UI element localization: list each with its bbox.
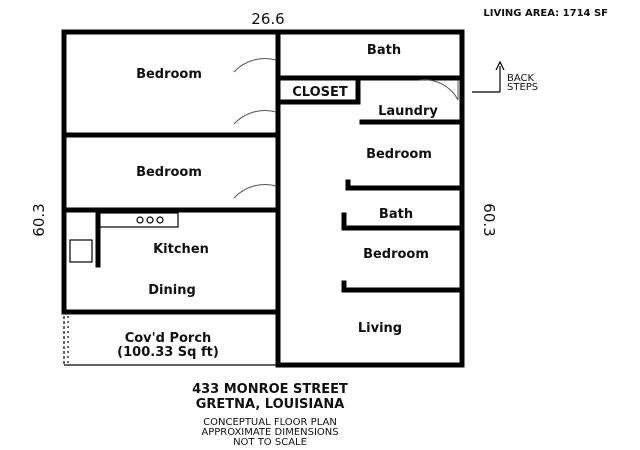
back-steps-label-line1: BACK [507, 73, 535, 84]
note-line1: CONCEPTUAL FLOOR PLAN [203, 417, 337, 428]
left-dimension: 60.3 [30, 203, 48, 236]
room-label-bath-mid: Bath [379, 207, 413, 222]
room-label-kitchen: Kitchen [153, 242, 209, 257]
room-label-bath-top: Bath [367, 43, 401, 58]
porch-outline [63, 316, 278, 366]
note-line2: APPROXIMATE DIMENSIONS [201, 427, 338, 438]
outer-walls [61, 29, 465, 368]
room-label-bedroom-right-2: Bedroom [363, 247, 429, 262]
right-dimension: 60.3 [480, 203, 498, 236]
living-area-label: LIVING AREA: 1714 SF [483, 8, 608, 19]
room-label-bedroom-mid-left: Bedroom [136, 165, 202, 180]
room-label-bedroom-right-1: Bedroom [366, 147, 432, 162]
door-swings [233, 58, 459, 199]
room-label-closet: CLOSET [292, 85, 348, 100]
room-label-bedroom-top-left: Bedroom [136, 67, 202, 82]
address-line2: GRETNA, LOUISIANA [196, 397, 345, 412]
back-steps-label-line2: STEPS [507, 82, 538, 93]
top-dimension: 26.6 [251, 10, 284, 28]
note-line3: NOT TO SCALE [233, 437, 307, 448]
address-line1: 433 MONROE STREET [192, 382, 348, 397]
room-label-dining: Dining [148, 283, 196, 298]
room-label-living: Living [358, 321, 402, 336]
room-label-laundry: Laundry [378, 104, 438, 119]
room-label-porch-area: (100.33 Sq ft) [117, 345, 219, 360]
right-interior-walls [275, 75, 465, 293]
room-label-porch: Cov'd Porch [125, 331, 212, 346]
left-interior-walls [61, 132, 281, 315]
back-steps-arrow [472, 60, 505, 93]
kitchen-counters [69, 212, 179, 263]
